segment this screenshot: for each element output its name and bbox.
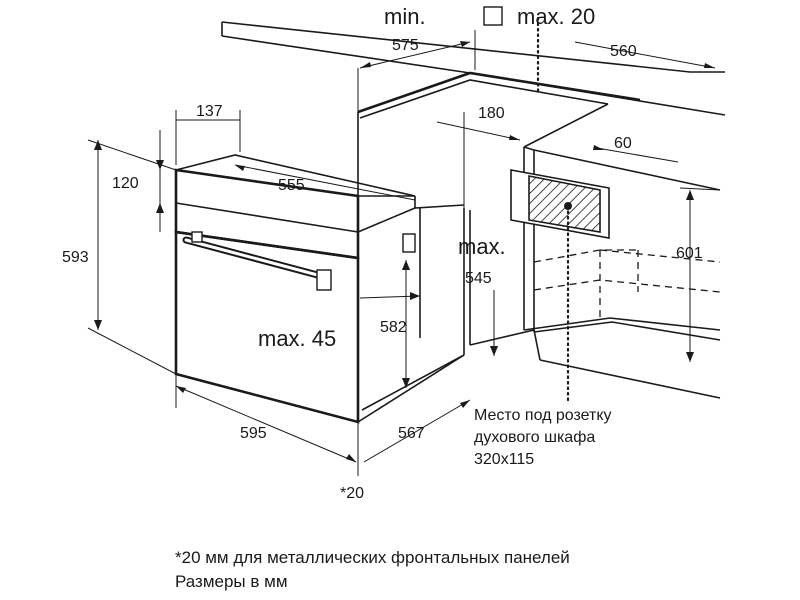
socket-note: Место под розетку духового шкафа 320x115 [474, 407, 612, 468]
dim-120: 120 [112, 175, 139, 192]
label-max-545: max. [458, 234, 506, 259]
dim-60: 60 [614, 135, 632, 152]
oven-handle [182, 231, 416, 291]
hidden-edges [533, 249, 721, 318]
label-max-45: max. 45 [258, 326, 336, 351]
socket-area [510, 169, 610, 404]
footer-notes: *20 мм для металлических фронтальных пан… [175, 546, 570, 594]
dim-137: 137 [196, 103, 223, 120]
footer-note-metal-panels: *20 мм для металлических фронтальных пан… [175, 548, 570, 567]
dim-560: 560 [610, 43, 637, 60]
dim-20-asterisk: *20 [340, 485, 364, 502]
label-min: min. [384, 4, 426, 29]
dim-595: 595 [240, 425, 267, 442]
socket-note-line1: Место под розетку [474, 407, 612, 424]
label-max-20: max. 20 [517, 4, 595, 29]
dim-575: 575 [392, 37, 419, 54]
dim-555: 555 [278, 177, 305, 194]
dimension-lines [87, 6, 721, 476]
dim-582: 582 [380, 319, 407, 336]
footer-units-note: Размеры в мм [175, 572, 288, 591]
dim-180: 180 [478, 105, 505, 122]
dim-601: 601 [676, 245, 703, 262]
dim-567: 567 [398, 425, 425, 442]
socket-note-line2: духового шкафа [474, 429, 595, 446]
dimension-labels: min. max. 20 575 560 137 180 60 120 555 … [62, 4, 703, 502]
socket-note-line3: 320x115 [474, 451, 534, 468]
dim-593: 593 [62, 249, 89, 266]
dim-545: 545 [465, 270, 492, 287]
countertop [221, 21, 726, 119]
